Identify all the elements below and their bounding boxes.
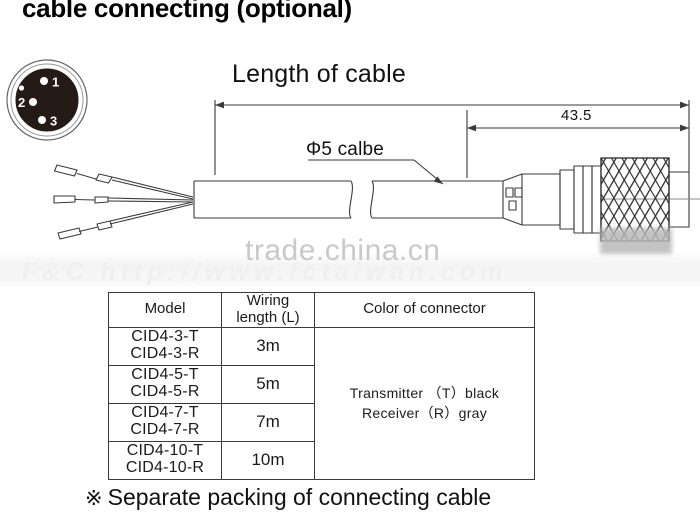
cell-model: CID4-7-T CID4-7-R xyxy=(108,402,222,442)
model-receiver: CID4-5-R xyxy=(130,383,200,401)
header-wiring-length: Wiring length (L) xyxy=(221,292,315,328)
pin-label-1: 1 xyxy=(52,75,59,90)
break-symbol-left xyxy=(349,180,353,219)
cable-jacket-left xyxy=(193,180,353,219)
watermark-band xyxy=(0,252,700,290)
cell-model: CID4-5-T CID4-5-R xyxy=(108,364,222,404)
strand-lower-ferrule xyxy=(57,227,82,240)
arrow-left-435 xyxy=(467,124,476,132)
relief-detail-b xyxy=(514,187,523,198)
strand-upper-link xyxy=(76,172,97,180)
strand-mid-link xyxy=(74,198,96,201)
color-line-transmitter: Transmitter （T）black xyxy=(349,384,500,401)
pinout-keyway xyxy=(18,85,25,91)
break-symbol-right xyxy=(370,180,374,219)
connector-pinout-diagram: 1 2 3 xyxy=(6,59,88,141)
label-dimension-43-5: 43.5 xyxy=(561,107,592,124)
pin-dot-1 xyxy=(40,77,48,85)
cable-assembly-drawing xyxy=(53,100,700,242)
arrow-right-435 xyxy=(680,124,689,132)
watermark-trade-china: trade.china.cn xyxy=(245,234,441,267)
label-length-of-cable: Length of cable xyxy=(232,60,406,88)
pin-dot-3 xyxy=(38,116,46,124)
footer-note: ※Separate packing of connecting cable xyxy=(85,484,491,511)
cell-model: CID4-3-T CID4-3-R xyxy=(108,326,222,366)
cell-wiring-length: 3m xyxy=(221,326,315,366)
leader-diameter xyxy=(308,159,444,185)
label-cable-diameter: Φ5 calbe xyxy=(306,139,385,160)
cell-wiring-length: 10m xyxy=(221,440,315,480)
cable-jacket-right xyxy=(370,180,503,219)
strand-upper-tip xyxy=(95,173,113,184)
model-transmitter: CID4-5-T xyxy=(131,366,199,384)
cell-wiring-length: 7m xyxy=(221,402,315,442)
model-transmitter: CID4-7-T xyxy=(131,404,199,422)
strain-relief xyxy=(502,173,561,226)
cell-color-of-connector: Transmitter （T）black Receiver（R）gray xyxy=(314,326,535,480)
model-transmitter: CID4-10-T xyxy=(126,442,204,460)
relief-detail-a xyxy=(505,187,514,198)
knurl-hatch-b xyxy=(601,158,669,241)
watermark-fctaiwan: F&C http://www.fctaiwan.com xyxy=(22,258,508,286)
model-receiver: CID4-3-R xyxy=(130,345,200,363)
strand-lower-link xyxy=(78,226,99,233)
wire-strands xyxy=(53,164,194,240)
pin-dot-2 xyxy=(29,98,37,106)
strand-upper-pair xyxy=(111,176,194,200)
cable-spec-table: Model Wiring length (L) Color of connect… xyxy=(108,292,535,480)
arrow-right-overall xyxy=(680,101,689,109)
connector-ring-2 xyxy=(582,165,593,234)
watermark-blur-patch xyxy=(600,228,672,254)
footer-note-text: Separate packing of connecting cable xyxy=(107,484,492,510)
strand-mid-tip xyxy=(94,196,109,204)
model-transmitter: CID4-3-T xyxy=(131,328,199,346)
dimension-43-5 xyxy=(466,110,689,178)
cell-model: CID4-10-T CID4-10-R xyxy=(108,440,222,480)
strand-upper-ferrule xyxy=(53,164,78,177)
page-title: cable connecting (optional) xyxy=(22,0,352,23)
strand-mid-ferrule xyxy=(53,195,76,204)
header-model: Model xyxy=(108,292,222,328)
header-wiring-length-line1: Wiring xyxy=(246,292,290,309)
table-row: CID4-10-T CID4-10-R 10m xyxy=(108,440,535,480)
table-row: CID4-7-T CID4-7-R 7m xyxy=(108,402,535,442)
arrow-left-overall xyxy=(215,101,224,109)
connector-nose xyxy=(668,171,690,228)
cell-wiring-length: 5m xyxy=(221,364,315,404)
relief-detail-c xyxy=(508,200,517,211)
pinout-body xyxy=(15,68,79,132)
table-row: CID4-3-T CID4-3-R 3m Transmitter （T）blac… xyxy=(108,326,535,480)
header-color-of-connector: Color of connector xyxy=(314,292,535,328)
color-line-receiver: Receiver（R）gray xyxy=(361,405,488,422)
header-wiring-length-line2: length (L) xyxy=(236,308,300,326)
pin-label-2: 2 xyxy=(18,95,25,110)
pin-label-3: 3 xyxy=(50,114,57,129)
dimension-overall-length xyxy=(214,100,690,175)
model-receiver: CID4-10-R xyxy=(125,459,205,477)
reference-mark-icon: ※ xyxy=(85,487,103,510)
table-header-row: Model Wiring length (L) Color of connect… xyxy=(108,292,535,328)
strand-lower-tip xyxy=(96,220,113,231)
strand-lower-pair xyxy=(109,201,194,225)
model-receiver: CID4-7-R xyxy=(130,421,200,439)
strand-mid-pair xyxy=(107,197,194,203)
connector-step-1 xyxy=(559,169,575,230)
connector-ring-1 xyxy=(573,165,584,234)
leader-arrowhead xyxy=(433,176,443,184)
connector-ring-3 xyxy=(591,165,602,234)
